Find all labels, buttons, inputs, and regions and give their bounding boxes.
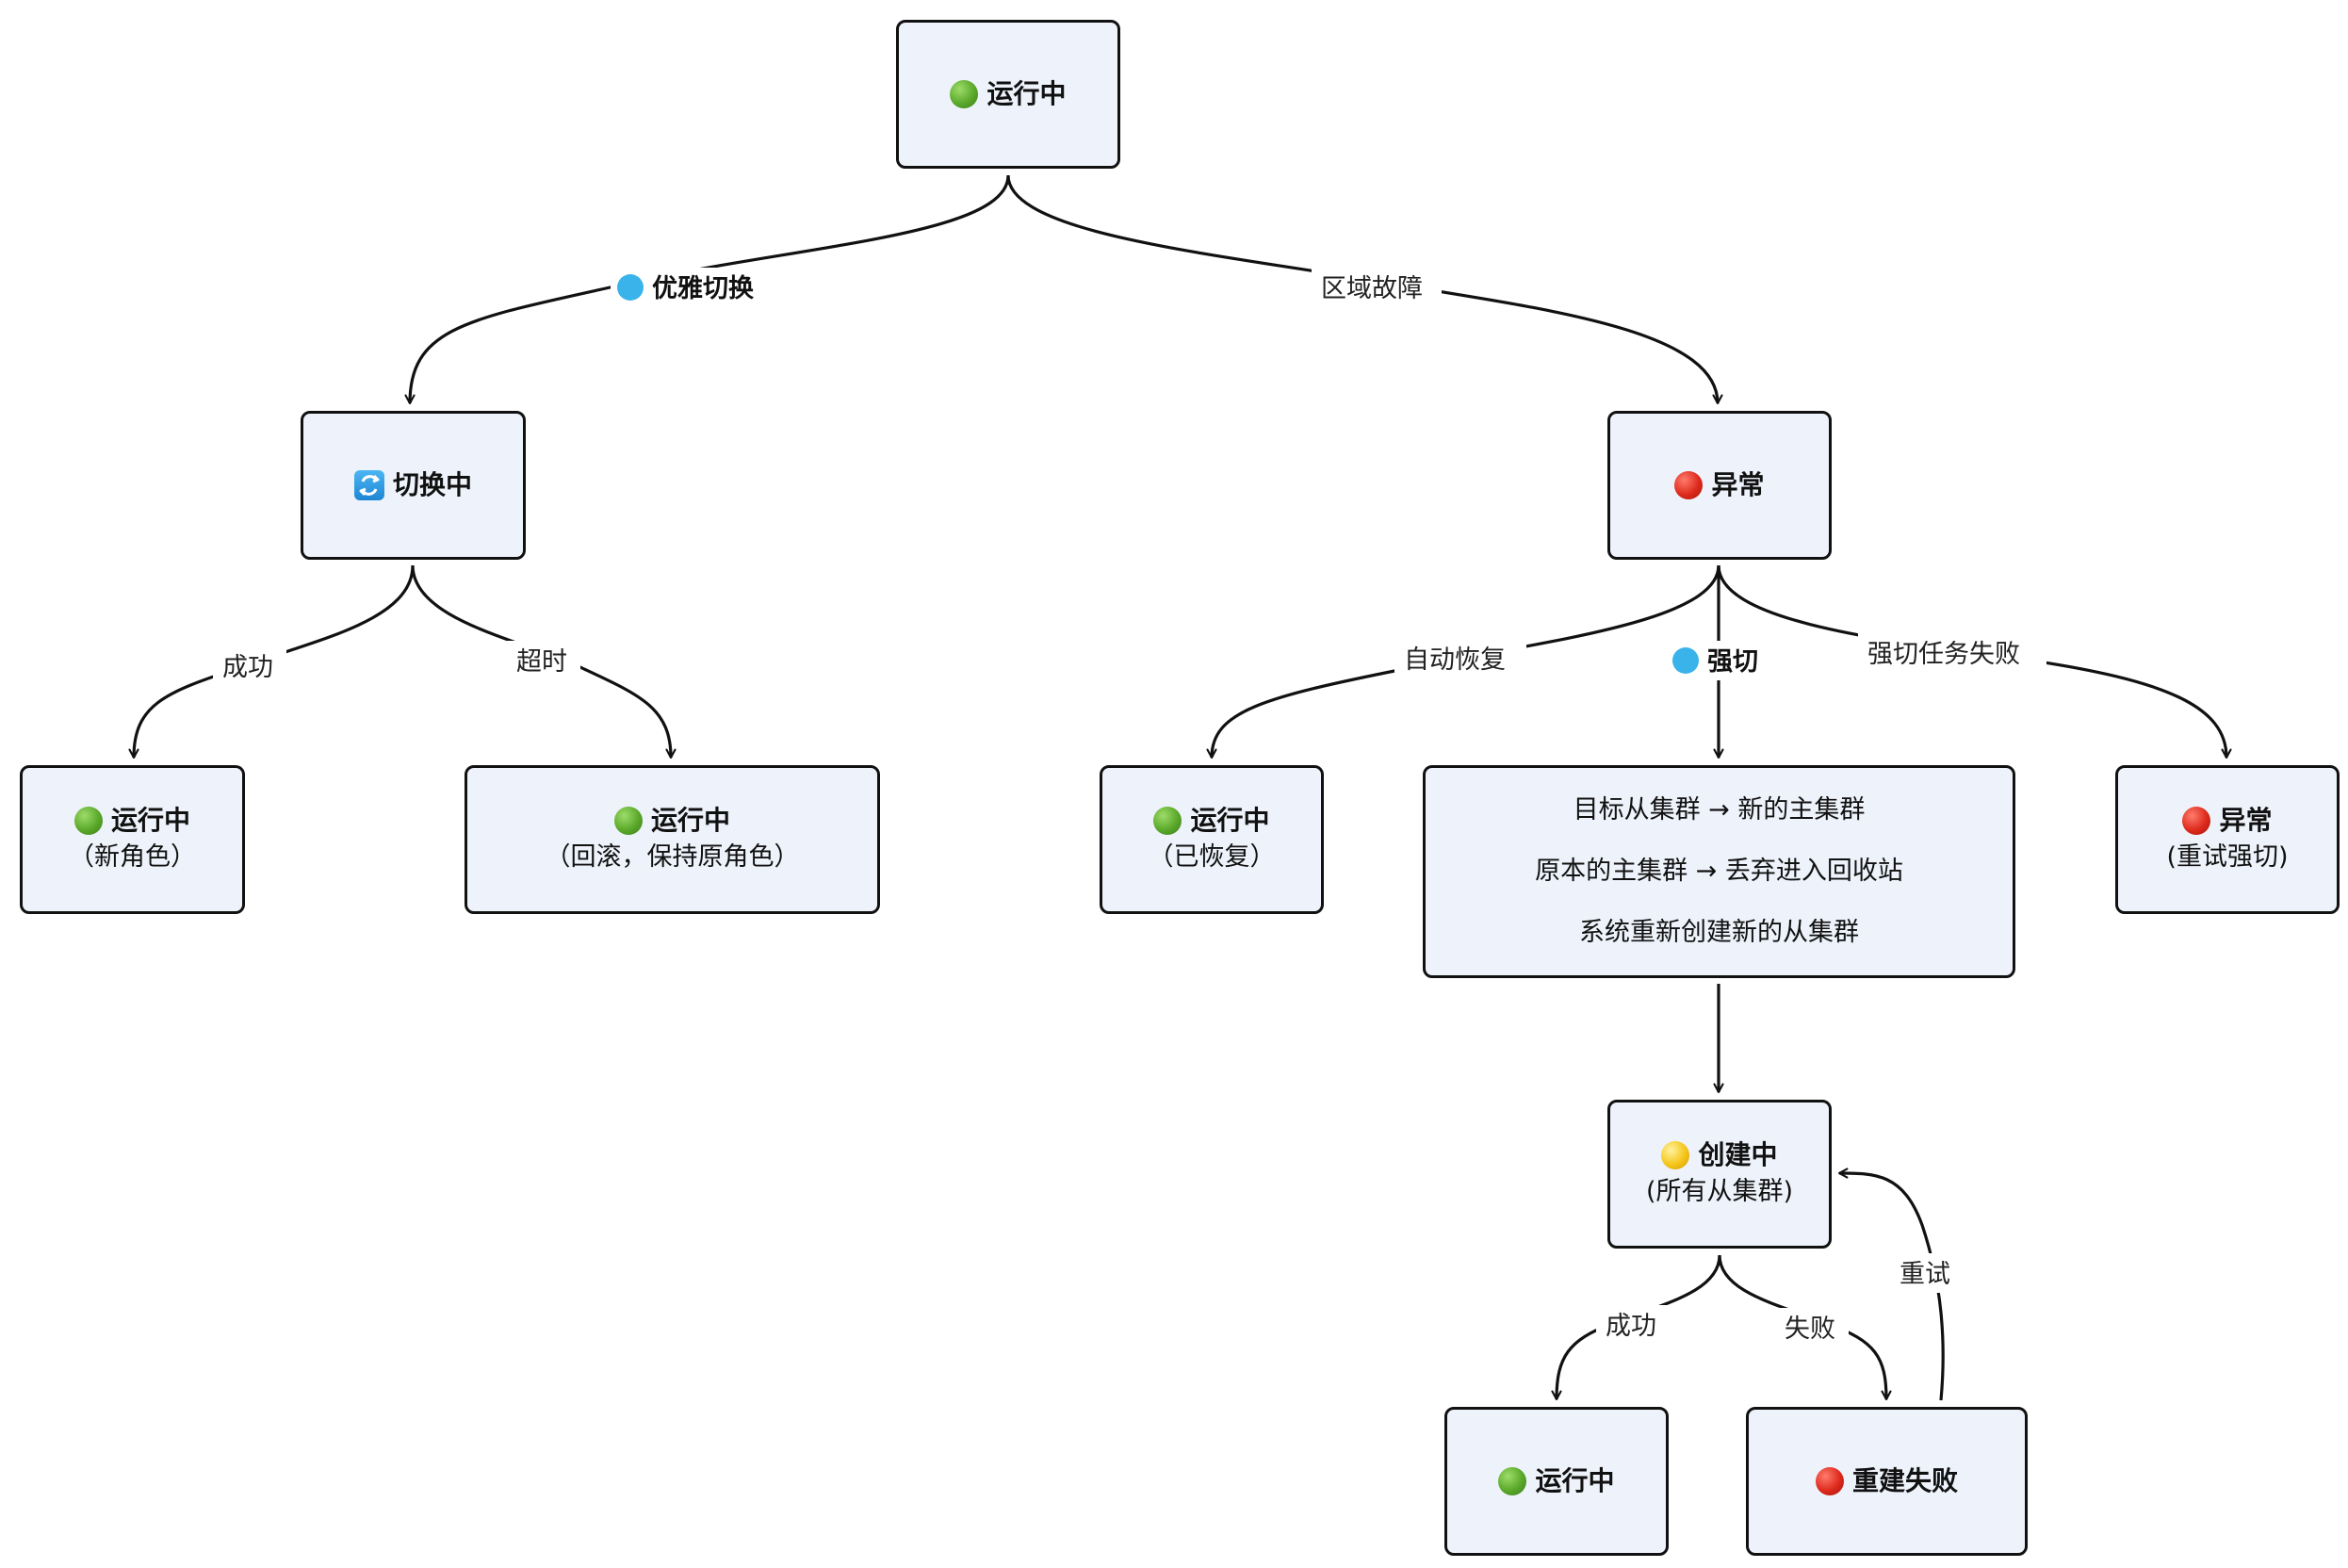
svg-text:区域故障: 区域故障 [1321,274,1423,303]
green-circle-icon [950,80,979,108]
yellow-circle-icon [1661,1141,1690,1169]
red-circle-icon [1674,471,1704,499]
label-force-fail: 强切任务失败 [1858,633,2046,673]
state-subtitle: （已恢复） [1148,842,1276,872]
svg-text:强切任务失败: 强切任务失败 [1867,640,2020,669]
label-success-1: 成功 [213,646,286,686]
green-circle-icon [1153,807,1182,835]
green-circle-icon [1498,1467,1527,1495]
state-creating[interactable]: 创建中 (所有从集群) [1607,1100,1832,1249]
svg-text:成功: 成功 [1606,1312,1656,1341]
label-graceful: 优雅切换 [611,268,771,307]
state-abnormal[interactable]: 异常 [1607,411,1832,560]
label-auto-recover: 自动恢复 [1394,639,1526,678]
state-title: 运行中 [650,805,730,836]
svg-text:成功: 成功 [222,653,273,682]
state-running-rollback[interactable]: 运行中 （回滚，保持原角色） [465,765,880,914]
red-circle-icon [2182,807,2211,835]
label-timeout: 超时 [507,641,580,680]
green-circle-icon [73,807,103,835]
green-circle-icon [613,807,643,835]
state-title: 运行中 [1190,805,1270,836]
state-running-final[interactable]: 运行中 [1444,1407,1669,1556]
label-region: 区域故障 [1312,268,1442,307]
action-line-1: 目标从集群 → 新的主集群 [1573,795,1866,825]
state-title: 切换中 [392,469,472,500]
state-title: 异常 [2219,805,2273,836]
label-fail: 失败 [1775,1308,1849,1348]
label-force: 强切 [1666,641,1771,680]
svg-text:强切: 强切 [1707,647,1758,677]
label-retry: 重试 [1890,1253,1964,1293]
state-title: 运行中 [1535,1465,1615,1496]
svg-text:重试: 重试 [1900,1260,1950,1289]
edge-retry [1837,1168,1945,1401]
state-rebuild-failed[interactable]: 重建失败 [1746,1407,2028,1556]
svg-text:优雅切换: 优雅切换 [652,274,755,303]
blue-circle-icon [617,274,644,301]
state-subtitle: （新角色） [69,842,196,872]
state-switching[interactable]: 切换中 [301,411,526,560]
state-subtitle: (重试强切) [2166,842,2289,872]
state-running-new-role[interactable]: 运行中 （新角色） [20,765,245,914]
state-title: 异常 [1711,469,1765,500]
state-running-top[interactable]: 运行中 [896,20,1120,169]
state-title: 创建中 [1698,1139,1778,1170]
svg-text:超时: 超时 [516,647,567,677]
red-circle-icon [1815,1467,1844,1495]
svg-text:失败: 失败 [1785,1315,1835,1344]
state-title: 重建失败 [1851,1465,1958,1496]
state-abnormal-retry[interactable]: 异常 (重试强切) [2115,765,2340,914]
state-title: 运行中 [986,78,1067,109]
force-switch-actions[interactable]: 目标从集群 → 新的主集群 原本的主集群 → 丢弃进入回收站 系统重新创建新的从… [1423,765,2015,978]
state-title: 运行中 [110,805,190,836]
state-running-recovered[interactable]: 运行中 （已恢复） [1100,765,1324,914]
action-line-2: 原本的主集群 → 丢弃进入回收站 [1535,857,1903,886]
svg-text:自动恢复: 自动恢复 [1404,645,1506,675]
state-subtitle: (所有从集群) [1645,1177,1794,1206]
sync-arrows-icon [353,470,384,500]
blue-circle-icon [1672,647,1699,674]
label-success-2: 成功 [1596,1305,1670,1345]
action-line-3: 系统重新创建新的从集群 [1579,918,1859,947]
state-subtitle: （回滚，保持原角色） [545,842,800,872]
